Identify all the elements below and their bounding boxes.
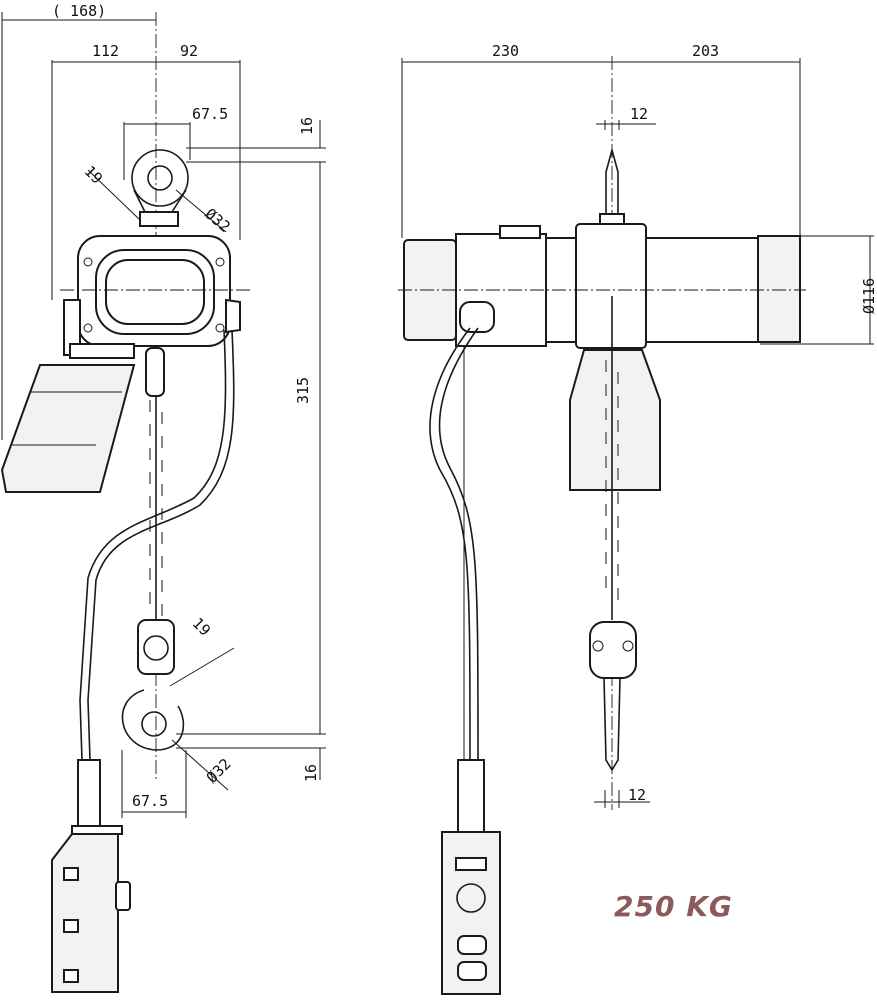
dim-230: 230 <box>492 42 519 60</box>
side-view: ( 168) 112 92 67.5 19 Ø32 16 <box>0 2 326 993</box>
dim-dia-116: Ø116 <box>860 278 877 314</box>
dim-dia-32-bottom: Ø32 <box>203 755 235 787</box>
dim-67-5-top: 67.5 <box>192 105 228 123</box>
dim-12-top: 12 <box>630 105 648 123</box>
dim-168: ( 168) <box>52 2 106 20</box>
capacity-label: 250 KG <box>614 890 733 923</box>
dim-19-bottom: 19 <box>189 614 215 640</box>
dim-16-bottom: 16 <box>302 764 320 782</box>
dim-16-top: 16 <box>298 117 316 135</box>
chain-left <box>145 347 165 620</box>
dim-12-bottom: 12 <box>628 786 646 804</box>
dim-315: 315 <box>294 377 312 404</box>
dim-203: 203 <box>692 42 719 60</box>
dim-112: 112 <box>92 42 119 60</box>
dim-67-5-bottom: 67.5 <box>132 792 168 810</box>
dim-92: 92 <box>180 42 198 60</box>
dim-dia-32-top: Ø32 <box>201 205 233 236</box>
front-view: 230 203 12 Ø116 <box>398 42 877 995</box>
